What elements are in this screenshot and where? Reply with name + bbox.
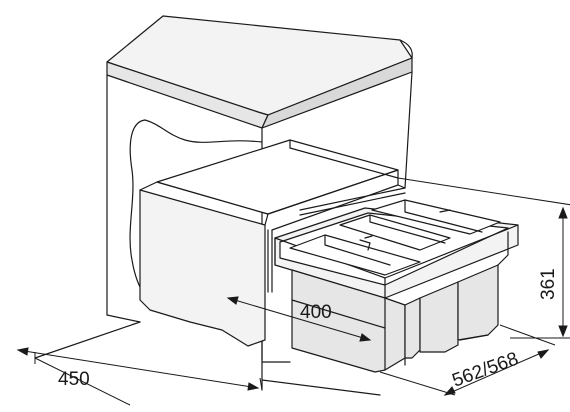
- drawer-runner: [267, 139, 406, 293]
- width-label: 450: [58, 369, 90, 390]
- bin-small: [371, 199, 509, 341]
- height-dimension-line: [397, 177, 570, 339]
- bin-width-dimension-line: [226, 296, 372, 342]
- bin-medium: [339, 214, 459, 359]
- drawer-front: [139, 139, 399, 347]
- depth-label: 562/568: [450, 348, 522, 391]
- height-label: 361: [538, 268, 559, 300]
- width-dimension-line: [16, 347, 263, 406]
- floor-outline: [34, 321, 489, 396]
- bin-width-label: 400: [300, 302, 332, 323]
- worktop: [106, 15, 413, 129]
- bin-large: [289, 234, 421, 373]
- depth-dimension-line: [379, 324, 556, 396]
